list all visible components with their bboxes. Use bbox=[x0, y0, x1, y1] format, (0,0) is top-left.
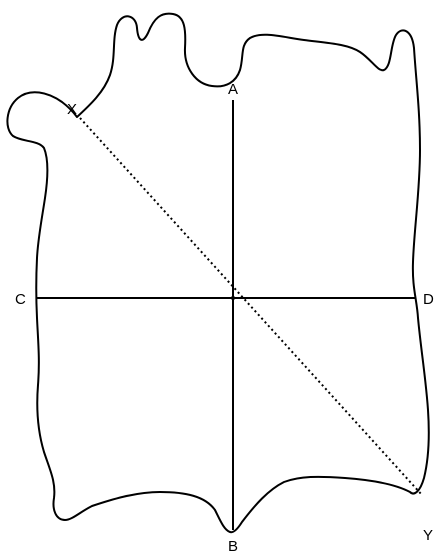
label-b: B bbox=[228, 538, 238, 554]
label-d: D bbox=[423, 291, 434, 308]
label-y: Y bbox=[423, 527, 433, 544]
center-point bbox=[231, 296, 235, 300]
label-a: A bbox=[228, 81, 238, 98]
hide-outline bbox=[7, 14, 428, 533]
line-x-y bbox=[80, 118, 422, 495]
label-x: X bbox=[67, 101, 77, 118]
label-c: C bbox=[15, 291, 26, 308]
